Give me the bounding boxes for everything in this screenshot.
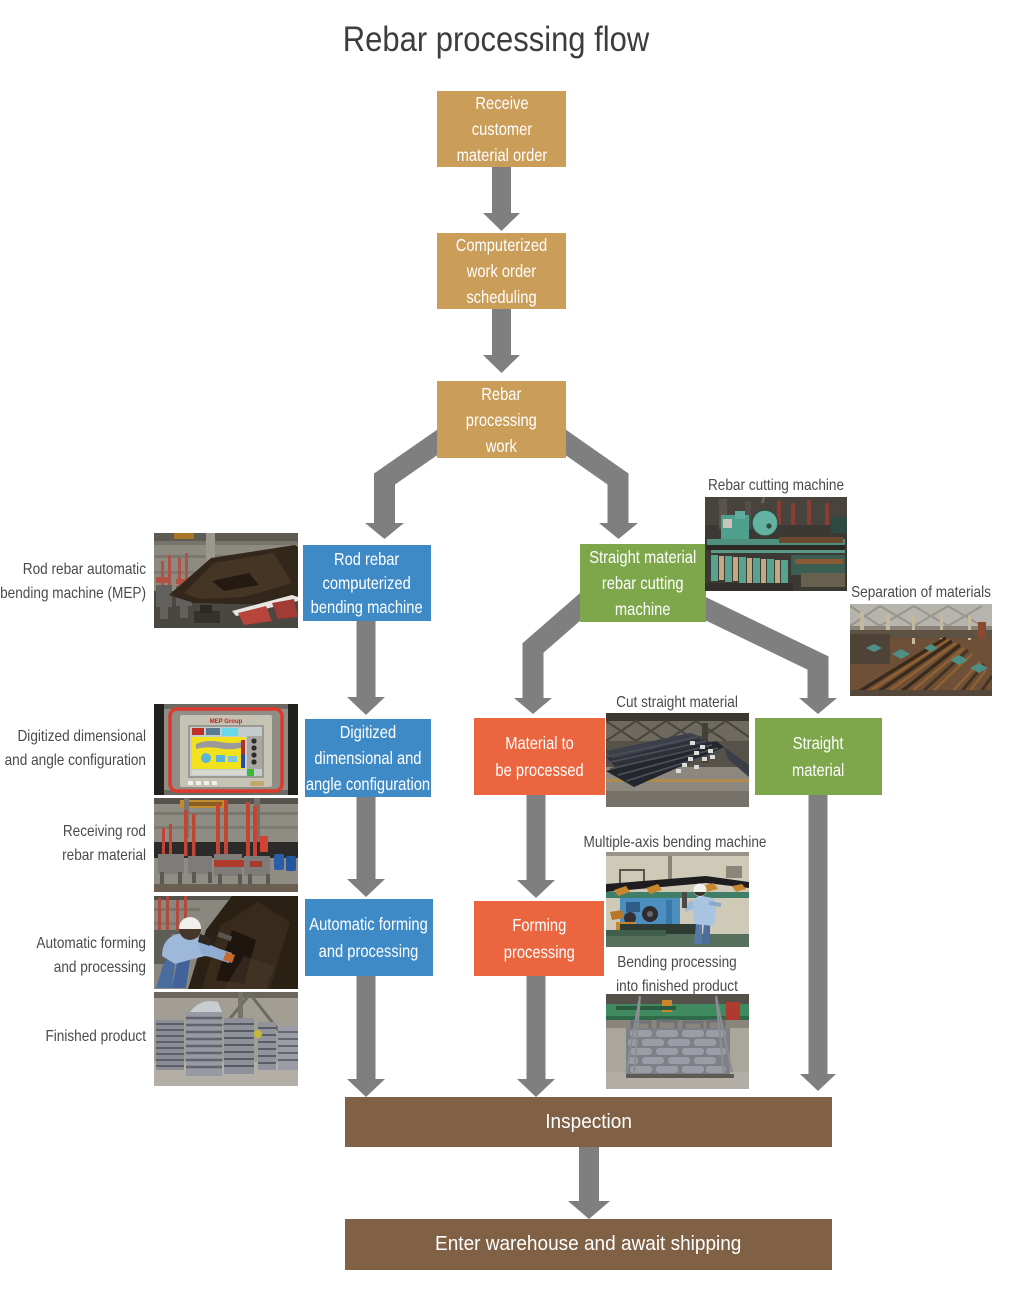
svg-text:MEP Group: MEP Group [210, 719, 243, 725]
